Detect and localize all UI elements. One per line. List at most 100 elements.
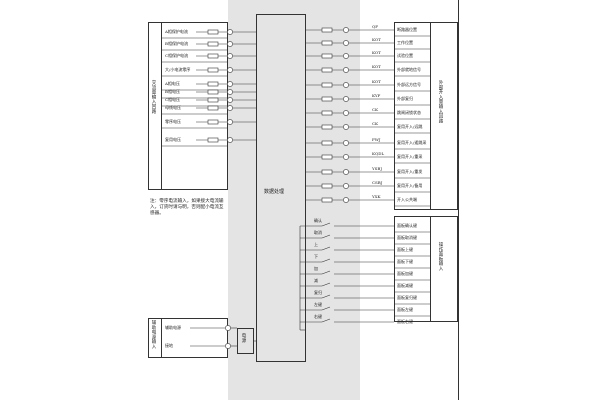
left-ac-item-label: A相电压 bbox=[165, 81, 180, 86]
input-terminal bbox=[227, 105, 233, 111]
optocoupler bbox=[321, 169, 333, 175]
terminal-code-label: QF bbox=[372, 24, 379, 29]
relay-contact bbox=[321, 294, 331, 299]
right-bottom-item-label: 面板左键 bbox=[397, 307, 413, 312]
relay-contact bbox=[321, 306, 331, 311]
relay-name-label: 下 bbox=[314, 254, 318, 259]
output-terminal bbox=[343, 53, 349, 59]
left-dc-group-label: 辅助电源输入 bbox=[151, 320, 156, 349]
optocoupler bbox=[321, 67, 333, 73]
left-ac-item-label: B相电压 bbox=[165, 89, 180, 94]
right-top-item-label: 断路器位置 bbox=[397, 27, 417, 32]
output-terminal bbox=[343, 197, 349, 203]
right-top-item-label: 复用开入/备用 bbox=[397, 183, 423, 188]
data-processing-label: 数据处理 bbox=[264, 189, 285, 195]
terminal-code-label: KOT bbox=[372, 79, 381, 84]
dc-terminal bbox=[225, 343, 231, 349]
output-terminal bbox=[343, 140, 349, 146]
optocoupler bbox=[321, 53, 333, 59]
left-ac-item-label: 零序电压 bbox=[165, 119, 181, 124]
right-bottom-group-label: 操作面板输入 bbox=[438, 242, 443, 271]
terminal-code-label: CK bbox=[372, 121, 379, 126]
current-transformer bbox=[207, 119, 219, 125]
output-terminal bbox=[343, 154, 349, 160]
output-terminal bbox=[343, 40, 349, 46]
right-top-label-column bbox=[430, 22, 458, 210]
terminal-code-label: CK bbox=[372, 107, 379, 112]
left-ac-label-column bbox=[148, 22, 162, 190]
grey-band-left bbox=[228, 0, 300, 400]
left-ac-item-label: A相保护电流 bbox=[165, 29, 188, 34]
current-transformer bbox=[207, 81, 219, 87]
left-ac-item-label: B相保护电流 bbox=[165, 41, 188, 46]
current-transformer bbox=[207, 137, 219, 143]
current-transformer bbox=[207, 67, 219, 73]
output-terminal bbox=[343, 67, 349, 73]
relay-name-label: 右键 bbox=[314, 314, 322, 319]
note-text: 注：零序电流输入，如果接大电流输入，订货时请与明，否则配小电流互感器。 bbox=[150, 199, 224, 216]
terminal-code-label: KOT bbox=[372, 64, 381, 69]
optocoupler bbox=[321, 40, 333, 46]
terminal-code-label: KOT bbox=[372, 50, 381, 55]
relay-name-label: 复归 bbox=[314, 290, 322, 295]
right-bottom-label-column bbox=[430, 216, 458, 322]
output-terminal bbox=[343, 110, 349, 116]
left-ac-item-label: C相电压 bbox=[165, 97, 181, 102]
relay-name-label: 左键 bbox=[314, 302, 322, 307]
right-top-item-label: 复用开入/重发 bbox=[397, 169, 423, 174]
optocoupler bbox=[321, 110, 333, 116]
outer-border-right bbox=[458, 0, 459, 400]
current-transformer bbox=[207, 29, 219, 35]
left-ac-item-label: 大/小电流零序 bbox=[165, 67, 191, 72]
data-processing-block bbox=[256, 14, 306, 362]
input-terminal bbox=[227, 97, 233, 103]
optocoupler bbox=[321, 183, 333, 189]
right-top-group-label: 外部开入量输入回路 bbox=[438, 80, 443, 124]
optocoupler bbox=[321, 140, 333, 146]
right-bottom-item-label: 面板下键 bbox=[397, 259, 413, 264]
left-dc-label-column bbox=[148, 318, 162, 358]
relay-contact bbox=[321, 234, 331, 239]
terminal-code-label: CSBJ bbox=[372, 180, 383, 185]
right-top-item-label: 外部就地信号 bbox=[397, 67, 421, 72]
relay-name-label: 确认 bbox=[314, 218, 322, 223]
dc-terminal bbox=[225, 325, 231, 331]
relay-name-label: 取消 bbox=[314, 230, 322, 235]
input-terminal bbox=[227, 41, 233, 47]
optocoupler bbox=[321, 124, 333, 130]
right-top-item-label: 试验位置 bbox=[397, 53, 413, 58]
relay-name-label: 上 bbox=[314, 242, 318, 247]
current-transformer bbox=[207, 53, 219, 59]
right-bottom-item-label: 面板减键 bbox=[397, 283, 413, 288]
input-terminal bbox=[227, 67, 233, 73]
right-top-item-label: 复用开入/重采 bbox=[397, 154, 423, 159]
output-terminal bbox=[343, 82, 349, 88]
optocoupler bbox=[321, 197, 333, 203]
current-transformer bbox=[207, 105, 219, 111]
terminal-code-label: YXK bbox=[372, 194, 381, 199]
right-top-item-label: 复用开入/远跳 bbox=[397, 124, 423, 129]
terminal-code-label: YSBJ bbox=[372, 166, 382, 171]
optocoupler bbox=[321, 82, 333, 88]
terminal-code-label: KQDL bbox=[372, 151, 385, 156]
output-terminal bbox=[343, 27, 349, 33]
optocoupler bbox=[321, 96, 333, 102]
right-top-item-label: 开入公共端 bbox=[397, 197, 417, 202]
current-transformer bbox=[207, 89, 219, 95]
relay-contact bbox=[321, 318, 331, 323]
right-top-item-label: 复用开入/遥跳采 bbox=[397, 140, 427, 145]
relay-contact bbox=[321, 270, 331, 275]
right-top-item-label: 跳闸闭锁状态 bbox=[397, 110, 421, 115]
right-bottom-item-label: 面板上键 bbox=[397, 247, 413, 252]
optocoupler bbox=[321, 154, 333, 160]
relay-contact bbox=[321, 282, 331, 287]
right-bottom-item-label: 面板确认键 bbox=[397, 223, 417, 228]
terminal-code-label: KOT bbox=[372, 37, 381, 42]
output-terminal bbox=[343, 124, 349, 130]
optocoupler bbox=[321, 27, 333, 33]
power-label: 电源 bbox=[241, 333, 246, 343]
current-transformer bbox=[207, 97, 219, 103]
input-terminal bbox=[227, 137, 233, 143]
left-ac-group-label: 交流量输入回路 bbox=[151, 80, 156, 114]
